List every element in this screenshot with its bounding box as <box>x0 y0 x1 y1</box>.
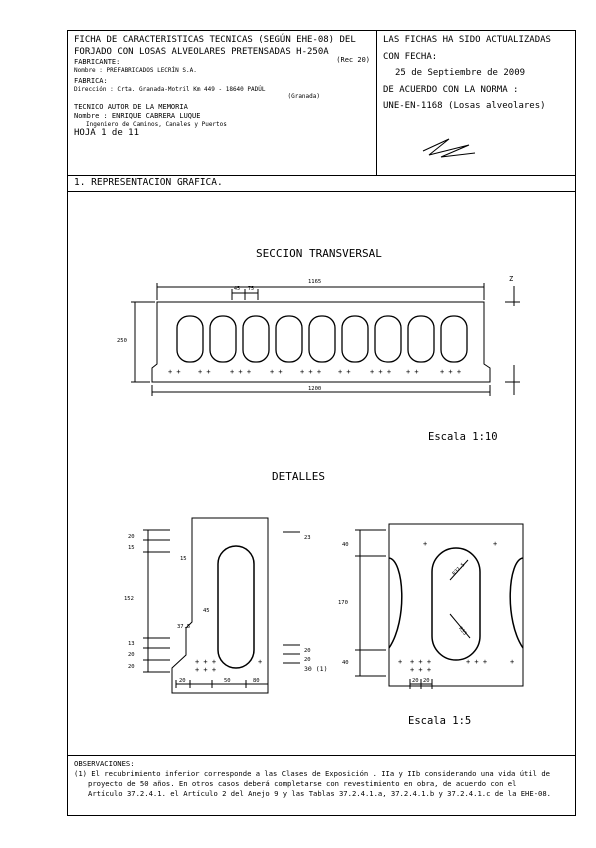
sheet-frame: FICHA DE CARACTERISTICAS TECNICAS (SEGÚN… <box>67 30 576 816</box>
observaciones: OBSERVACIONES: (1) El recubrimiento infe… <box>68 755 575 815</box>
revision: (Rec 20) <box>336 56 370 64</box>
signature <box>422 138 476 158</box>
fabricante-label: FABRICANTE: <box>74 58 121 66</box>
fabrica-label: FABRICA: <box>74 76 108 85</box>
obs-label: OBSERVACIONES: <box>74 759 135 768</box>
tecnico-name: Nombre : ENRIQUE CABRERA LUQUE <box>74 111 201 120</box>
obs-line-2: proyecto de 50 años. En otros casos debe… <box>88 779 517 788</box>
title-line-1: FICHA DE CARACTERISTICAS TECNICAS (SEGÚN… <box>74 35 356 45</box>
fabricante-value: Nombre : PREFABRICADOS LECRÍN S.A. <box>74 67 197 74</box>
fabrica-value: Dirección : Crta. Granada-Motril Km 449 … <box>74 85 266 93</box>
obs-line-3: Artículo 37.2.4.1. el Artículo 2 del Ane… <box>88 789 552 798</box>
tecnico-title: Ingeniero de Caminos, Canales y Puertos <box>86 120 227 128</box>
update-line-2: CON FECHA: <box>383 51 438 62</box>
section-title: 1. REPRESENTACION GRAFICA. <box>68 175 575 192</box>
header-right: LAS FICHAS HA SIDO ACTUALIZADAS CON FECH… <box>377 31 575 175</box>
header-left: FICHA DE CARACTERISTICAS TECNICAS (SEGÚN… <box>68 31 377 175</box>
update-date: 25 de Septiembre de 2009 <box>395 68 526 78</box>
tecnico-label: TECNICO AUTOR DE LA MEMORIA <box>74 102 188 111</box>
update-line-3: DE ACUERDO CON LA NORMA : <box>383 84 519 95</box>
obs-line-1: (1) El recubrimiento inferior correspond… <box>74 769 550 778</box>
hoja: HOJA 1 de 11 <box>74 128 140 138</box>
update-norma: UNE-EN-1168 (Losas alveolares) <box>383 101 546 111</box>
update-line-1: LAS FICHAS HA SIDO ACTUALIZADAS <box>383 35 551 45</box>
title-line-2: FORJADO CON LOSAS ALVEOLARES PRETENSADAS… <box>74 46 329 57</box>
fabrica-city: (Granada) <box>287 93 320 100</box>
